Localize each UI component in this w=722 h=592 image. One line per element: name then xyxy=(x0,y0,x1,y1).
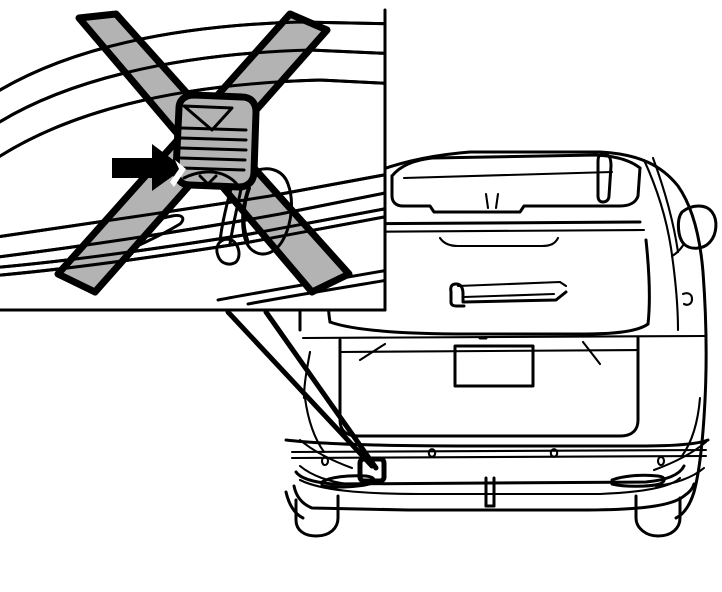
target-clip-marker xyxy=(357,456,387,484)
direction-arrow xyxy=(112,144,186,191)
tow-hook-cover xyxy=(484,476,496,508)
retainer-clip xyxy=(172,91,260,191)
parking-sensor-2 xyxy=(549,448,559,458)
license-plate-recess xyxy=(453,344,535,388)
secondary-clip xyxy=(241,167,293,256)
pillar-trim xyxy=(642,156,680,332)
arrow-tip-gap xyxy=(170,160,186,187)
roof-spoiler xyxy=(390,153,642,214)
rear-valance xyxy=(292,482,696,512)
tire-left xyxy=(294,494,340,538)
reflector-right xyxy=(610,473,666,488)
detail-inset-panel xyxy=(0,0,387,312)
tail-lamp-left xyxy=(358,342,387,362)
inset-panel-border xyxy=(0,8,387,312)
right-rear-corner xyxy=(652,396,708,488)
parking-sensor-1 xyxy=(427,448,437,458)
tail-lamp-right xyxy=(581,340,602,366)
tire-right xyxy=(634,494,682,538)
door-handle xyxy=(681,292,694,306)
clip-ribs xyxy=(179,126,248,172)
rear-wiper xyxy=(449,280,568,308)
parking-sensor-3 xyxy=(656,455,666,467)
callout-leader-lines xyxy=(225,309,379,471)
side-mirror xyxy=(670,204,718,258)
antenna-fin xyxy=(596,153,613,204)
